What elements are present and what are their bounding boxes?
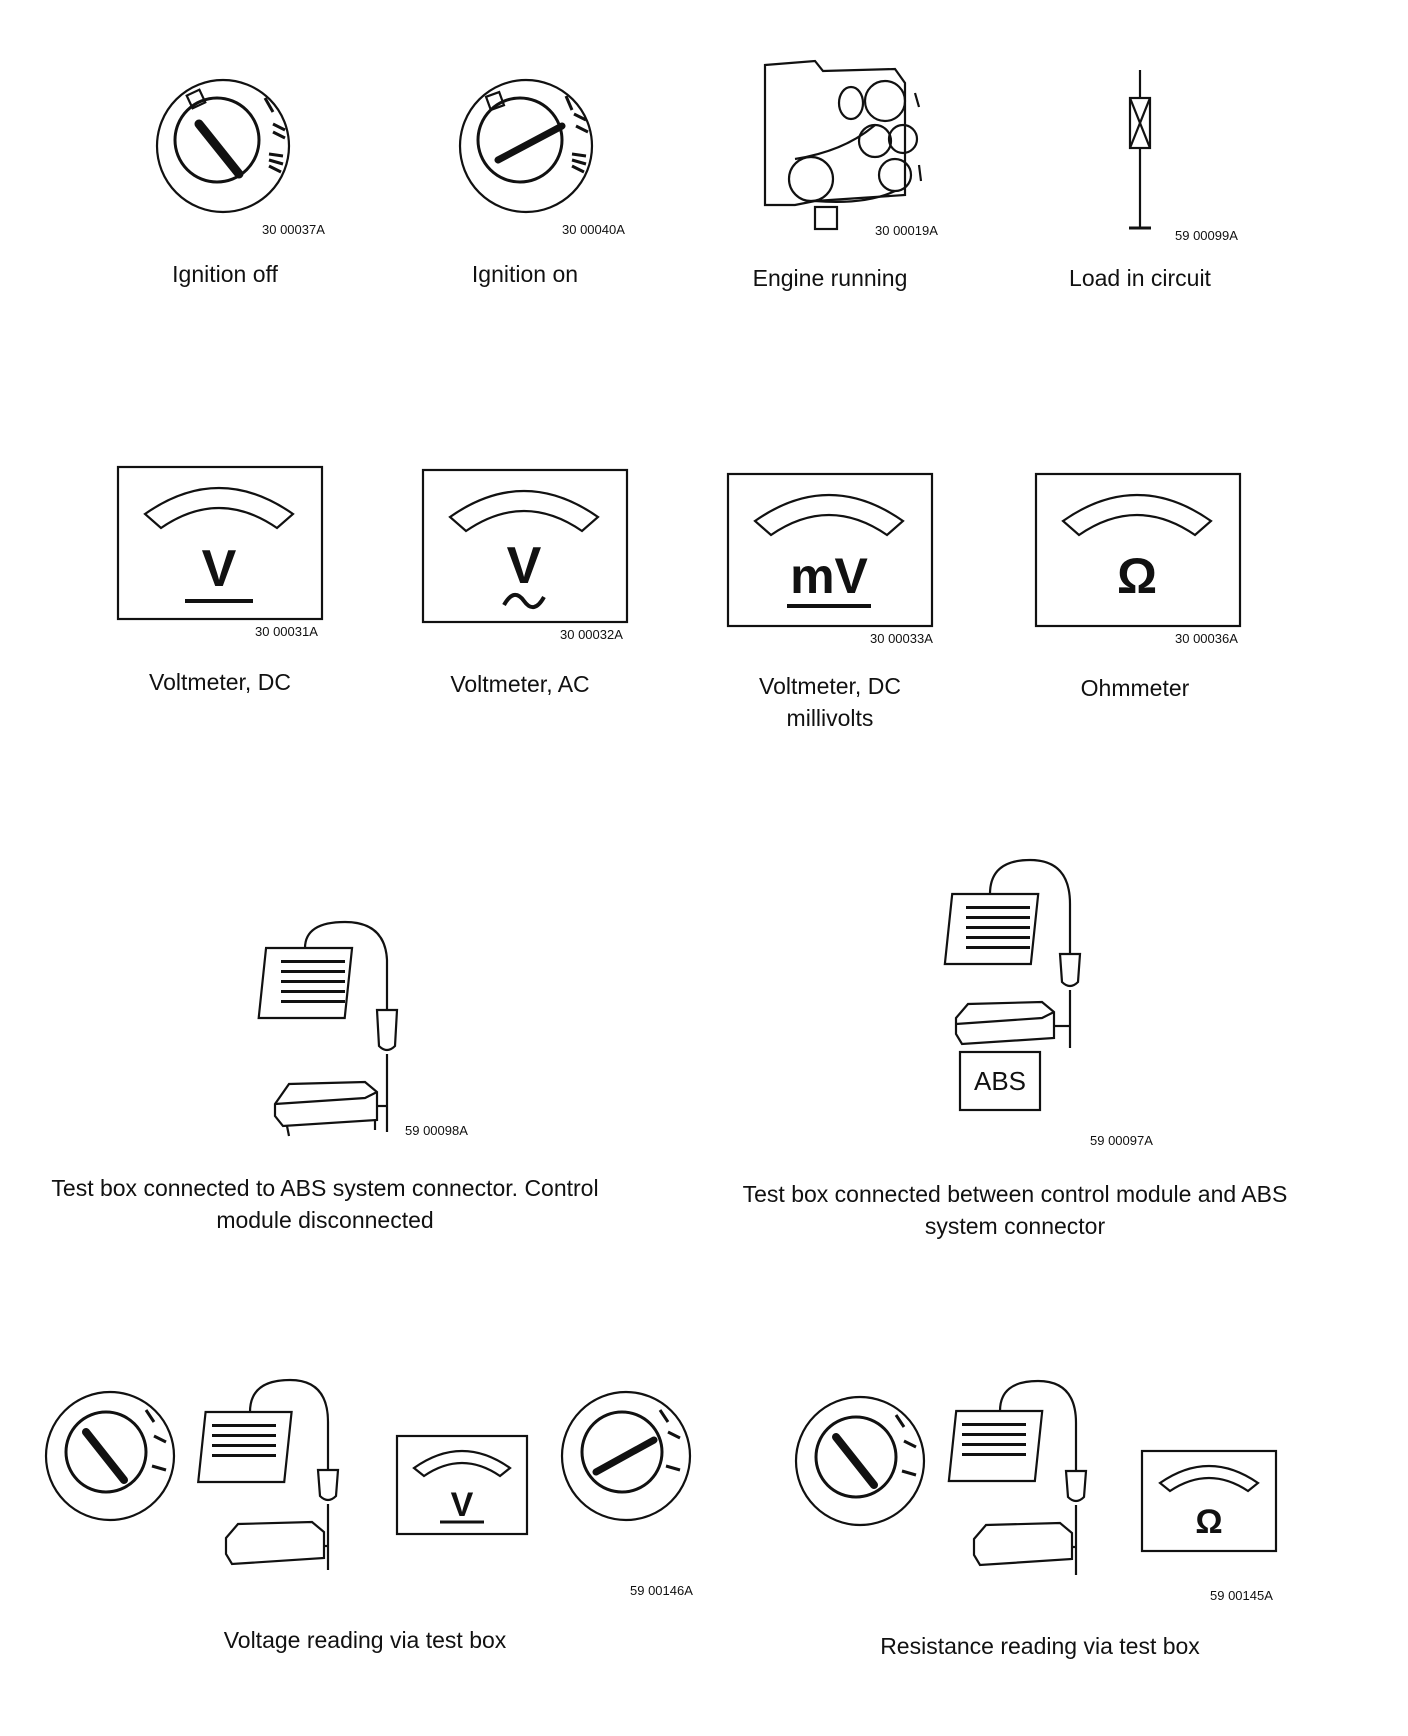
ignition-off-figure: 30 00037A (145, 78, 325, 238)
caption-ohmmeter: Ohmmeter (1080, 675, 1190, 701)
figure-id: 30 00040A (562, 222, 625, 237)
figure-id: 30 00036A (1175, 631, 1238, 646)
figure-id: 30 00019A (875, 223, 938, 238)
ignition-switch-off-icon (155, 78, 291, 214)
figure-id: 59 00145A (1210, 1588, 1273, 1603)
test-box-between-figure: ABS 59 00097A (943, 858, 1180, 1158)
resistance-reading-figure: Ω 59 00145A (790, 1375, 1310, 1605)
caption-ignition-off: Ignition off (172, 261, 278, 287)
figure-id: 30 00033A (870, 631, 933, 646)
voltmeter-ac-figure: V 30 00032A (421, 468, 632, 642)
resistor-load-icon (1128, 70, 1152, 230)
figure-id: 59 00146A (630, 1583, 693, 1598)
voltmeter-dc-figure: V 30 00031A (116, 465, 327, 639)
caption-engine-running: Engine running (752, 265, 908, 291)
ignition-switch-on-icon (560, 1390, 692, 1522)
caption-voltmeter-ac: Voltmeter, AC (450, 671, 590, 697)
ignition-switch-off-icon (794, 1395, 926, 1527)
caption-test-box-connector-line2: module disconnected (216, 1207, 434, 1233)
ohmmeter-icon: Ω (1140, 1449, 1278, 1553)
meter-unit: Ω (1117, 548, 1157, 604)
meter-unit: V (202, 540, 237, 598)
caption-test-box-between-line1: Test box connected between control modul… (742, 1181, 1288, 1207)
test-box-abs-icon: ABS (943, 858, 1082, 1112)
abs-module-label: ABS (974, 1066, 1026, 1096)
caption-resistance-reading: Resistance reading via test box (880, 1633, 1200, 1659)
ignition-on-figure: 30 00040A (448, 78, 625, 238)
meter-unit: Ω (1195, 1503, 1222, 1541)
caption-voltmeter-mv-line2: millivolts (786, 705, 874, 731)
caption-test-box-connector-line1: Test box connected to ABS system connect… (51, 1175, 599, 1201)
voltmeter-mv-icon: mV (726, 472, 934, 628)
meter-unit: mV (790, 548, 868, 604)
voltmeter-dc-icon: V (116, 465, 324, 621)
ohmmeter-icon: Ω (1034, 472, 1242, 628)
test-box-icon (257, 920, 399, 1137)
meter-unit: V (507, 537, 542, 595)
figure-id: 30 00032A (560, 627, 623, 642)
engine-icon (763, 59, 923, 231)
voltmeter-mv-figure: mV 30 00033A (726, 472, 937, 646)
voltage-reading-figure: V 59 00146A (40, 1370, 720, 1600)
figure-id: 30 00031A (255, 624, 318, 639)
caption-voltmeter-mv-line1: Voltmeter, DC (759, 673, 901, 699)
resistance-reading-icons: Ω (794, 1379, 1278, 1575)
test-box-connector-figure: 59 00098A (257, 920, 495, 1145)
figure-id: 59 00097A (1090, 1133, 1153, 1148)
meter-unit: V (451, 1486, 474, 1524)
figure-id: 59 00098A (405, 1123, 468, 1138)
ignition-switch-on-icon (458, 78, 594, 214)
voltmeter-dc-icon: V (395, 1434, 529, 1536)
caption-voltage-reading: Voltage reading via test box (223, 1627, 507, 1653)
test-box-icon (197, 1378, 340, 1570)
voltage-reading-icons: V (44, 1378, 692, 1570)
voltmeter-ac-icon: V (421, 468, 629, 624)
ignition-switch-off-icon (44, 1390, 176, 1522)
figure-id: 59 00099A (1175, 228, 1238, 243)
load-in-circuit-figure: 59 00099A (1115, 70, 1255, 245)
caption-ignition-on: Ignition on (471, 261, 579, 287)
figure-id: 30 00037A (262, 222, 325, 237)
engine-running-figure: 30 00019A (755, 55, 955, 245)
caption-test-box-between-line2: system connector (924, 1213, 1106, 1239)
caption-load-in-circuit: Load in circuit (1069, 265, 1211, 291)
caption-voltmeter-dc: Voltmeter, DC (149, 669, 291, 695)
ohmmeter-figure: Ω 30 00036A (1034, 472, 1245, 646)
test-box-icon (947, 1379, 1088, 1575)
